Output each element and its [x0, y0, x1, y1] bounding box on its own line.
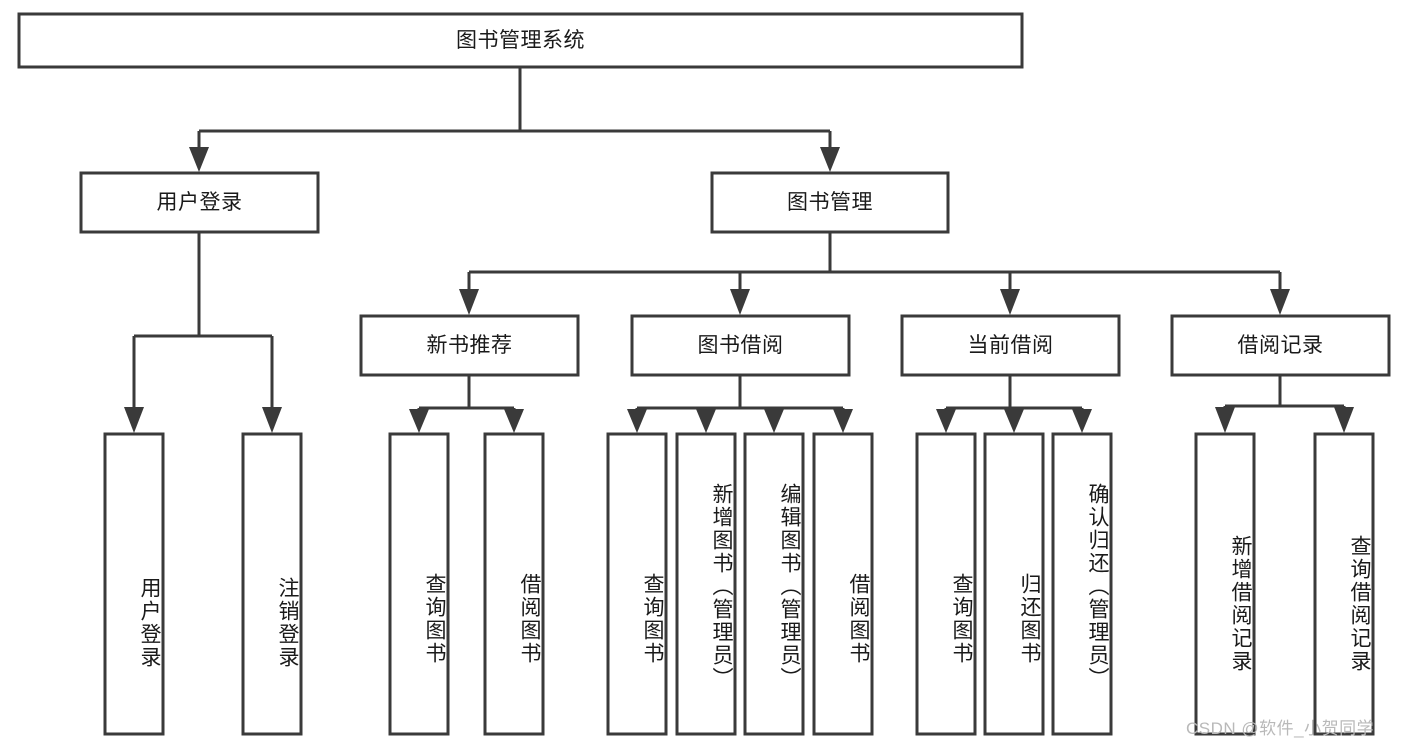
arrow-to-leaf-query-record	[1334, 407, 1354, 433]
node-box-new-book-recommend[interactable]	[359, 314, 580, 377]
arrow-to-leaf-query-book-2	[627, 409, 647, 433]
node-box-current-borrow[interactable]	[900, 314, 1121, 377]
arrow-to-borrow-record	[1270, 289, 1290, 315]
arrow-to-leaf-borrow-book-1	[504, 409, 524, 433]
node-box-leaf-query-book-1[interactable]	[388, 432, 450, 736]
arrow-to-leaf-edit-book	[764, 409, 784, 433]
arrow-to-current-borrow	[1000, 289, 1020, 315]
node-box-leaf-return-book[interactable]	[983, 432, 1045, 736]
arrow-to-leaf-add-book	[696, 409, 716, 433]
edge-book-management-trunk	[467, 232, 1282, 291]
edge-root-trunk	[197, 67, 832, 149]
arrow-to-leaf-user-login	[124, 407, 144, 433]
node-box-book-management[interactable]	[710, 171, 950, 234]
node-box-leaf-confirm-return[interactable]	[1051, 432, 1113, 736]
arrow-to-leaf-return-book	[1004, 409, 1024, 433]
edge-book-borrow-trunk	[635, 375, 845, 412]
node-box-leaf-borrow-book-2[interactable]	[812, 432, 874, 736]
node-box-leaf-edit-book[interactable]	[743, 432, 805, 736]
node-box-user-login[interactable]	[79, 171, 320, 234]
arrow-to-leaf-confirm-return	[1072, 409, 1092, 433]
arrow-to-leaf-query-book-1	[409, 409, 429, 433]
node-box-leaf-logout[interactable]	[241, 432, 303, 736]
arrow-to-book-borrow	[730, 289, 750, 315]
node-box-root[interactable]	[17, 12, 1024, 69]
arrow-to-new-book-recommend	[459, 289, 479, 315]
node-box-leaf-query-record[interactable]	[1313, 432, 1375, 736]
node-box-book-borrow[interactable]	[630, 314, 851, 377]
edge-user-login-trunk	[132, 232, 274, 409]
edge-borrow-record-trunk	[1223, 375, 1346, 410]
arrow-to-leaf-borrow-book-2	[833, 409, 853, 433]
node-box-leaf-add-book[interactable]	[675, 432, 737, 736]
node-box-leaf-add-record[interactable]	[1194, 432, 1256, 736]
node-box-leaf-borrow-book-1[interactable]	[483, 432, 545, 736]
node-box-leaf-query-book-3[interactable]	[915, 432, 977, 736]
node-box-leaf-query-book-2[interactable]	[606, 432, 668, 736]
edge-new-book-recommend-trunk	[417, 375, 516, 412]
node-box-borrow-record[interactable]	[1170, 314, 1391, 377]
arrow-to-leaf-query-book-3	[936, 409, 956, 433]
edge-current-borrow-trunk	[944, 375, 1084, 412]
arrow-to-book-management	[820, 147, 840, 172]
arrow-to-leaf-add-record	[1215, 407, 1235, 433]
arrow-to-user-login	[189, 147, 209, 172]
arrow-to-leaf-logout	[262, 407, 282, 433]
node-box-leaf-user-login[interactable]	[103, 432, 165, 736]
